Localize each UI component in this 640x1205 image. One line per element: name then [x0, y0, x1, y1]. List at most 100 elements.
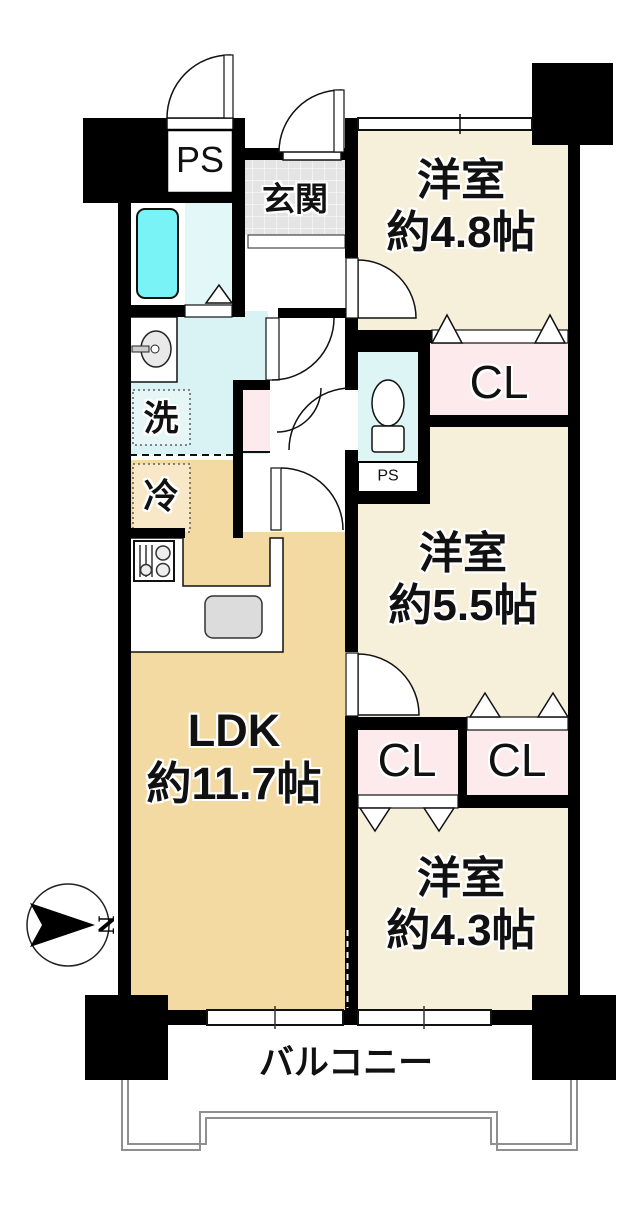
western-room-3-size: 約4.3帖: [386, 906, 536, 955]
kitchen-sink: [204, 595, 263, 639]
room2-door-leaf: [345, 652, 359, 717]
wall-entrance-top-left: [245, 148, 283, 160]
western-room-2-floor: [430, 427, 568, 717]
toilet-bowl-icon: [371, 379, 405, 427]
ps-door-sill: [166, 117, 234, 131]
wall-hall-east-upper: [345, 118, 358, 258]
compass-needle-icon: [30, 903, 95, 947]
wall-bath-bottom: [118, 305, 185, 317]
room2-door-arc: [357, 653, 420, 716]
sill-bottom-left: [168, 1010, 207, 1025]
pipe-space-mid-label: PS: [377, 467, 399, 485]
closet-right-floor: [467, 730, 568, 795]
wall-hall-closet-left: [233, 380, 243, 538]
closet-top-triangle: [533, 313, 567, 344]
sill-bottom-center: [343, 1010, 358, 1025]
pipe-space-top-label: PS: [175, 138, 225, 180]
wall-hall-top: [278, 308, 358, 318]
wall-closet-left-top: [358, 717, 458, 730]
vanity-faucet: [131, 345, 150, 353]
sill-bottom-right: [491, 1010, 532, 1025]
closet-top-door-strip: [431, 329, 569, 344]
folding-door-markers: [204, 283, 570, 833]
ps-door-arc: [166, 54, 231, 119]
room1-door-arc: [357, 259, 417, 319]
refrigerator-space-label: 冷: [143, 477, 179, 517]
closet-left-triangle: [422, 807, 456, 833]
ps-door-leaf: [223, 54, 234, 119]
wall-kitchen-top: [118, 528, 185, 538]
western-room-2-name: 洋室: [418, 529, 507, 579]
washer-space-label: 洗: [143, 399, 179, 439]
stove-burner: [155, 562, 171, 578]
bath-door-strip: [184, 304, 233, 318]
western-room-1-size: 約4.8帖: [386, 208, 536, 257]
closet-top-triangle: [430, 313, 464, 344]
wall-hall-closet-top: [233, 380, 270, 390]
wall-hall-east-lower: [345, 450, 358, 652]
wall-ps-entrance: [232, 118, 245, 317]
kitchen: [129, 537, 284, 653]
closet-left-door-strip: [357, 794, 459, 809]
ldk-size: 約11.7帖: [146, 758, 322, 809]
western-room-3-floor: [358, 808, 568, 1010]
balcony-railing: [121, 1080, 578, 1151]
balcony-railing-inner: [127, 1080, 572, 1145]
entrance-door-leaf: [333, 89, 345, 153]
stove-burner: [139, 563, 153, 577]
bathtub: [136, 208, 179, 299]
entrance-step: [247, 234, 346, 249]
hall-closet-floor: [243, 390, 270, 452]
washroom-door-leaf: [265, 317, 280, 381]
western-room-2-size: 約5.5帖: [388, 581, 538, 630]
wall-room1-bottom: [358, 330, 432, 343]
western-room-3-label: 洋室 約4.3帖: [386, 853, 535, 957]
vanity-drain: [150, 344, 160, 354]
balcony-railing-outer: [121, 1080, 578, 1151]
toilet-door-arc: [288, 387, 352, 451]
room1-door-leaf: [345, 257, 359, 319]
doors: [166, 54, 420, 717]
compass-north-label: N: [94, 915, 119, 934]
balcony-label: バルコニー: [258, 1043, 434, 1083]
wall-right: [568, 145, 580, 995]
western-room-1-label: 洋室 約4.8帖: [386, 155, 535, 259]
bath-door-triangle: [204, 283, 234, 304]
bathroom-wet-floor: [185, 203, 233, 305]
hall-closet-door-arc: [276, 387, 322, 433]
toilet-tank-icon: [371, 425, 405, 453]
wall-ps-mid-bottom: [345, 492, 430, 504]
stove-burner: [155, 545, 171, 561]
wall-closet-divider: [458, 717, 467, 808]
ldk-door-leaf: [270, 467, 282, 531]
column-bottom-left: [85, 995, 168, 1080]
wall-closet-top-bottom: [418, 415, 568, 427]
closet-left-triangle: [358, 807, 392, 833]
ldk-label: LDK 約11.7帖: [146, 704, 321, 810]
washer-space-box: [132, 389, 191, 446]
western-room-1-name: 洋室: [416, 156, 505, 206]
window-top: [357, 117, 533, 131]
fixtures: [129, 208, 405, 533]
closet-right-door-strip: [466, 716, 569, 731]
ldk-name: LDK: [187, 704, 281, 756]
compass: N: [26, 883, 119, 967]
column-bottom-right: [532, 995, 616, 1080]
pipe-space-top-box: [165, 128, 235, 195]
entrance-door-arc: [278, 89, 342, 153]
closet-right-triangle: [468, 691, 502, 718]
walls: [83, 63, 616, 1080]
closet-top-label: CL: [469, 355, 529, 408]
closet-left-floor: [358, 730, 458, 795]
column-top-right: [532, 63, 613, 145]
refrigerator-space-box: [132, 463, 191, 533]
wall-left: [118, 130, 131, 1003]
wall-ldk-east: [345, 716, 358, 1010]
western-room-3-name: 洋室: [416, 854, 505, 904]
western-room-2-label: 洋室 約5.5帖: [388, 528, 537, 632]
entrance-label: 玄関: [262, 180, 328, 218]
closet-left-label: CL: [377, 733, 437, 786]
closet-right-triangle: [536, 691, 570, 718]
